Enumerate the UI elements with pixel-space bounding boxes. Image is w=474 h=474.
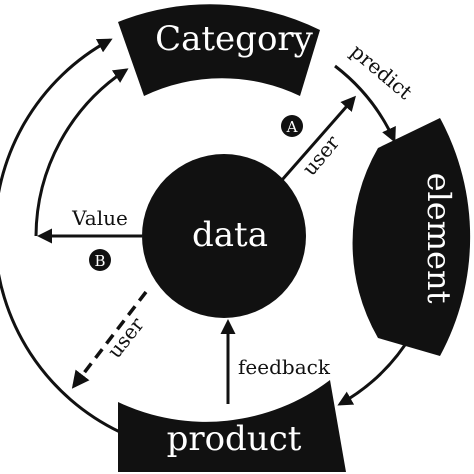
- data-circle: [142, 154, 306, 318]
- user-label-a: user: [297, 130, 344, 180]
- arc-product-to-category-outer: [0, 38, 121, 434]
- element-label: element: [420, 173, 458, 304]
- product-segment: [118, 380, 346, 472]
- data-label: data: [192, 215, 268, 255]
- predict-label: predict: [346, 39, 417, 104]
- element-segment: [352, 118, 471, 356]
- category-segment: [118, 4, 320, 97]
- marker-a-circle: [281, 115, 303, 137]
- value-label: Value: [71, 206, 128, 230]
- user-label-b: user: [102, 312, 149, 362]
- arc-category-to-element: [334, 64, 396, 143]
- marker-b-label: B: [94, 252, 105, 270]
- feedback-label: feedback: [238, 355, 331, 379]
- marker-b-circle: [89, 249, 111, 271]
- marker-a-label: A: [286, 118, 298, 136]
- user-arrow-b-dashed: [71, 290, 148, 389]
- arc-value-to-category-inner: [34, 68, 129, 237]
- category-label: Category: [155, 19, 314, 59]
- user-arrow-a: [280, 95, 356, 181]
- product-label: product: [167, 419, 302, 459]
